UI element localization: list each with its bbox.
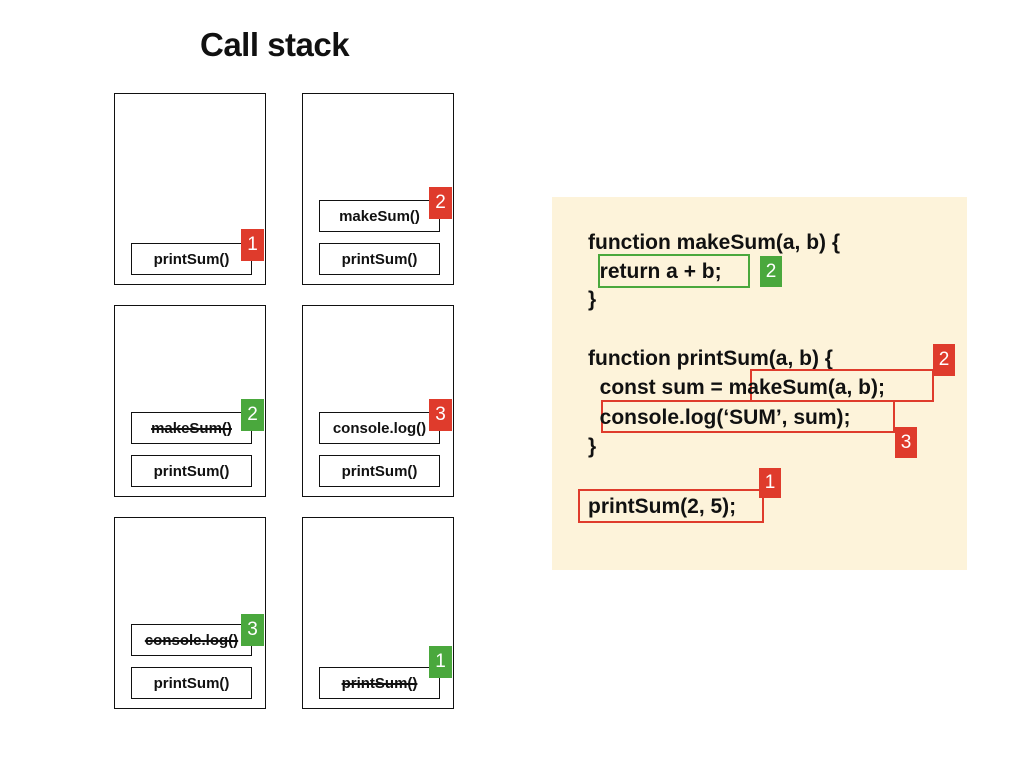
step-badge: 1 [429,646,452,678]
code-line-5: const sum = makeSum(a, b); [588,376,885,399]
stack-frame-printsum: printSum() [319,243,440,275]
stack-panel-1: printSum() 1 [114,93,266,285]
code-panel: function makeSum(a, b) { return a + b; 2… [552,197,967,570]
stack-frame-console-log-popped: console.log() [131,624,252,656]
highlight-return-box [598,254,750,288]
stack-panel-3: makeSum() 2 printSum() [114,305,266,497]
stack-frame-printsum-popped: printSum() [319,667,440,699]
code-line-7: } [588,435,597,458]
step-badge: 2 [241,399,264,431]
stack-frame-makesum: makeSum() [319,200,440,232]
stack-panel-2: makeSum() 2 printSum() [302,93,454,285]
code-line-8: printSum(2, 5); [588,495,737,518]
step-badge: 2 [429,187,452,219]
code-line-1: function makeSum(a, b) { [588,231,841,254]
step-badge: 3 [895,427,917,458]
stack-frame-printsum: printSum() [131,667,252,699]
step-badge: 2 [760,256,782,287]
highlight-console-log-call [601,400,895,433]
stack-frame-printsum: printSum() [131,243,252,275]
step-badge: 1 [759,468,781,498]
step-badge: 3 [241,614,264,646]
stack-frame-printsum: printSum() [319,455,440,487]
highlight-printsum-call [578,489,764,523]
stack-frame-makesum-popped: makeSum() [131,412,252,444]
page-title: Call stack [200,26,350,63]
stack-frame-console-log: console.log() [319,412,440,444]
code-line-4: function printSum(a, b) { [588,347,833,370]
code-line-6: console.log(‘SUM’, sum); [588,406,851,429]
code-line-3: } [588,288,597,311]
stack-panel-5: console.log() 3 printSum() [114,517,266,709]
step-badge: 3 [429,399,452,431]
stack-frame-printsum: printSum() [131,455,252,487]
stack-panel-4: console.log() 3 printSum() [302,305,454,497]
code-line-2: return a + b; [588,260,722,283]
stack-panel-6: printSum() 1 [302,517,454,709]
step-badge: 2 [933,344,955,376]
step-badge: 1 [241,229,264,261]
